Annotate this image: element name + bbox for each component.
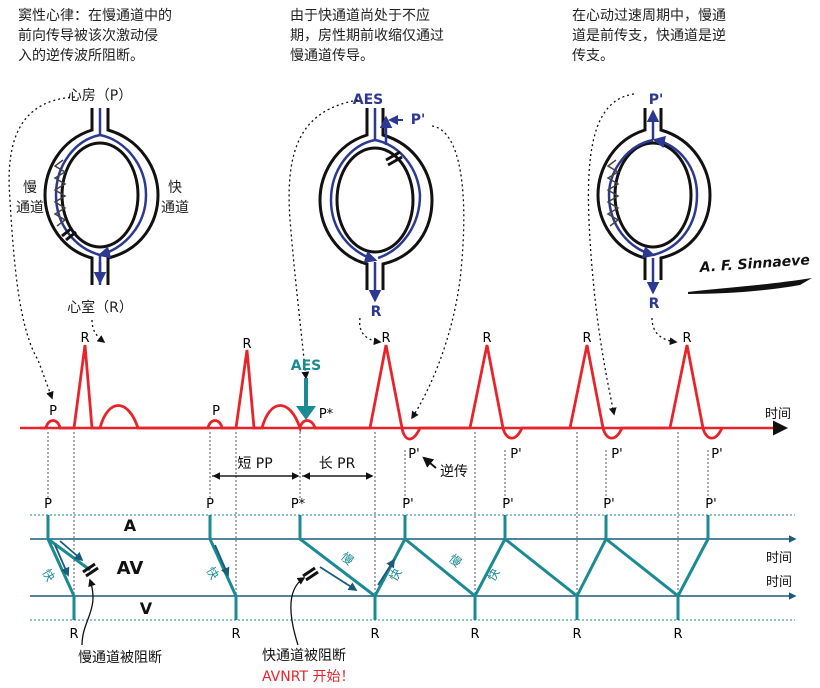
ventricle-label: 心室（R） (67, 299, 133, 316)
ecg-p-prime-label: P' (408, 447, 419, 462)
ecg-time-label: 时间 (765, 407, 791, 422)
ladder-r-label: R (572, 627, 581, 642)
ladder-av-label: AV (117, 558, 144, 579)
long-pr-label: 长 PR (319, 456, 356, 472)
caption-line: 窦性心律：在慢通道中的 (18, 8, 172, 24)
ecg-section (20, 344, 788, 620)
ecg-r-label: R (242, 337, 251, 352)
ladder-r-label: R (69, 627, 78, 642)
node-diagram-2 (318, 108, 434, 303)
caption-line: 道是前传支，快通道是逆 (572, 28, 726, 44)
ladder-fast-label: 快 (39, 567, 57, 584)
ladder-p-prime-label: P' (402, 497, 413, 512)
ecg-p-prime-label: P' (711, 447, 722, 462)
signature-text: A. F. Sinnaeve (698, 252, 810, 276)
aes-label-diagram: AES (353, 92, 383, 108)
signature-underline (688, 278, 812, 294)
short-pp-label: 短 PP (237, 456, 272, 472)
fast-pathway-label-1: 快 (168, 180, 182, 196)
dotted-connectors (8, 93, 678, 420)
fast-blocked-label: 快通道被阻断 (262, 648, 346, 664)
ladder-r-label: R (231, 627, 240, 642)
ecg-r-label: R (682, 331, 691, 346)
aes-arrow-head (296, 406, 316, 420)
fast-pathway-label-2: 通道 (161, 200, 189, 216)
ladder-r-label: R (370, 627, 379, 642)
retro-label: 逆传 (440, 464, 468, 480)
ladder-p-prime-label: P' (603, 497, 614, 512)
aes-label-ecg: AES (291, 358, 321, 374)
retro-arrow (422, 456, 437, 469)
slow-pathway-label-2: 通道 (16, 200, 44, 216)
caption-line: 传支。 (572, 48, 614, 64)
p-prime-label-diagram2: P' (411, 112, 426, 128)
p-prime-label-diagram3: P' (649, 92, 664, 108)
ecg-p-label: P (49, 404, 57, 419)
caption-panel1: 窦性心律：在慢通道中的 前向传导被该次激动侵 入的逆传波所阻断。 (18, 6, 172, 66)
slow-pathway-label-1: 慢 (23, 179, 37, 196)
ecg-gridlines (47, 432, 709, 620)
caption-line: 前向传导被该次激动侵 (18, 28, 158, 44)
ladder-a-label: A (124, 516, 137, 535)
caption-line: 慢通道传导。 (290, 48, 374, 64)
caption-line: 入的逆传波所阻断。 (18, 48, 144, 64)
ladder-p-prime-label: P' (705, 497, 716, 512)
node-diagram-3 (596, 108, 712, 295)
ladder-p-label: P (206, 497, 214, 512)
ladder-slow-label: 慢 (338, 550, 356, 568)
ladder-p-prime-label: P' (502, 497, 513, 512)
r-label-diagram3: R (649, 296, 660, 312)
ladder-diagram (30, 514, 797, 646)
ladder-time-label-2: 时间 (766, 575, 792, 590)
avnrt-start-label: AVNRT 开始！ (262, 669, 354, 685)
caption-line: 在心动过速周期中，慢通 (572, 8, 726, 24)
ladder-fast-label: 快 (203, 565, 221, 582)
ladder-p-star-label: P* (291, 497, 306, 512)
r-label-diagram2: R (371, 304, 382, 320)
ladder-time-label-1: 时间 (766, 551, 792, 566)
caption-line: 期，房性期前收缩仅通过 (290, 28, 444, 44)
ladder-fast-label: 快 (484, 566, 502, 583)
ecg-trace (40, 344, 724, 441)
ladder-r-label: R (673, 627, 682, 642)
ecg-r-label: R (582, 331, 591, 346)
ladder-slow-label: 慢 (446, 552, 464, 570)
caption-panel3: 在心动过速周期中，慢通 道是前传支，快通道是逆 传支。 (572, 6, 726, 66)
caption-panel2: 由于快通道尚处于不应 期，房性期前收缩仅通过 慢通道传导。 (290, 6, 444, 66)
atrium-label: 心房（P） (68, 88, 132, 104)
ladder-v-label: V (140, 599, 153, 618)
ecg-r-label: R (482, 331, 491, 346)
slow-blocked-label: 慢通道被阻断 (78, 649, 162, 666)
caption-line: 由于快通道尚处于不应 (290, 8, 430, 24)
ecg-p-label: P (212, 404, 220, 419)
ladder-p-label: P (44, 497, 52, 512)
ecg-p-star-label: P* (319, 407, 334, 422)
ladder-r-label: R (470, 627, 479, 642)
ecg-r-label: R (80, 331, 89, 346)
node-diagram-1 (43, 108, 160, 285)
ecg-p-prime-label: P' (510, 447, 521, 462)
ecg-r-label: R (381, 331, 390, 346)
ecg-p-prime-label: P' (611, 447, 622, 462)
